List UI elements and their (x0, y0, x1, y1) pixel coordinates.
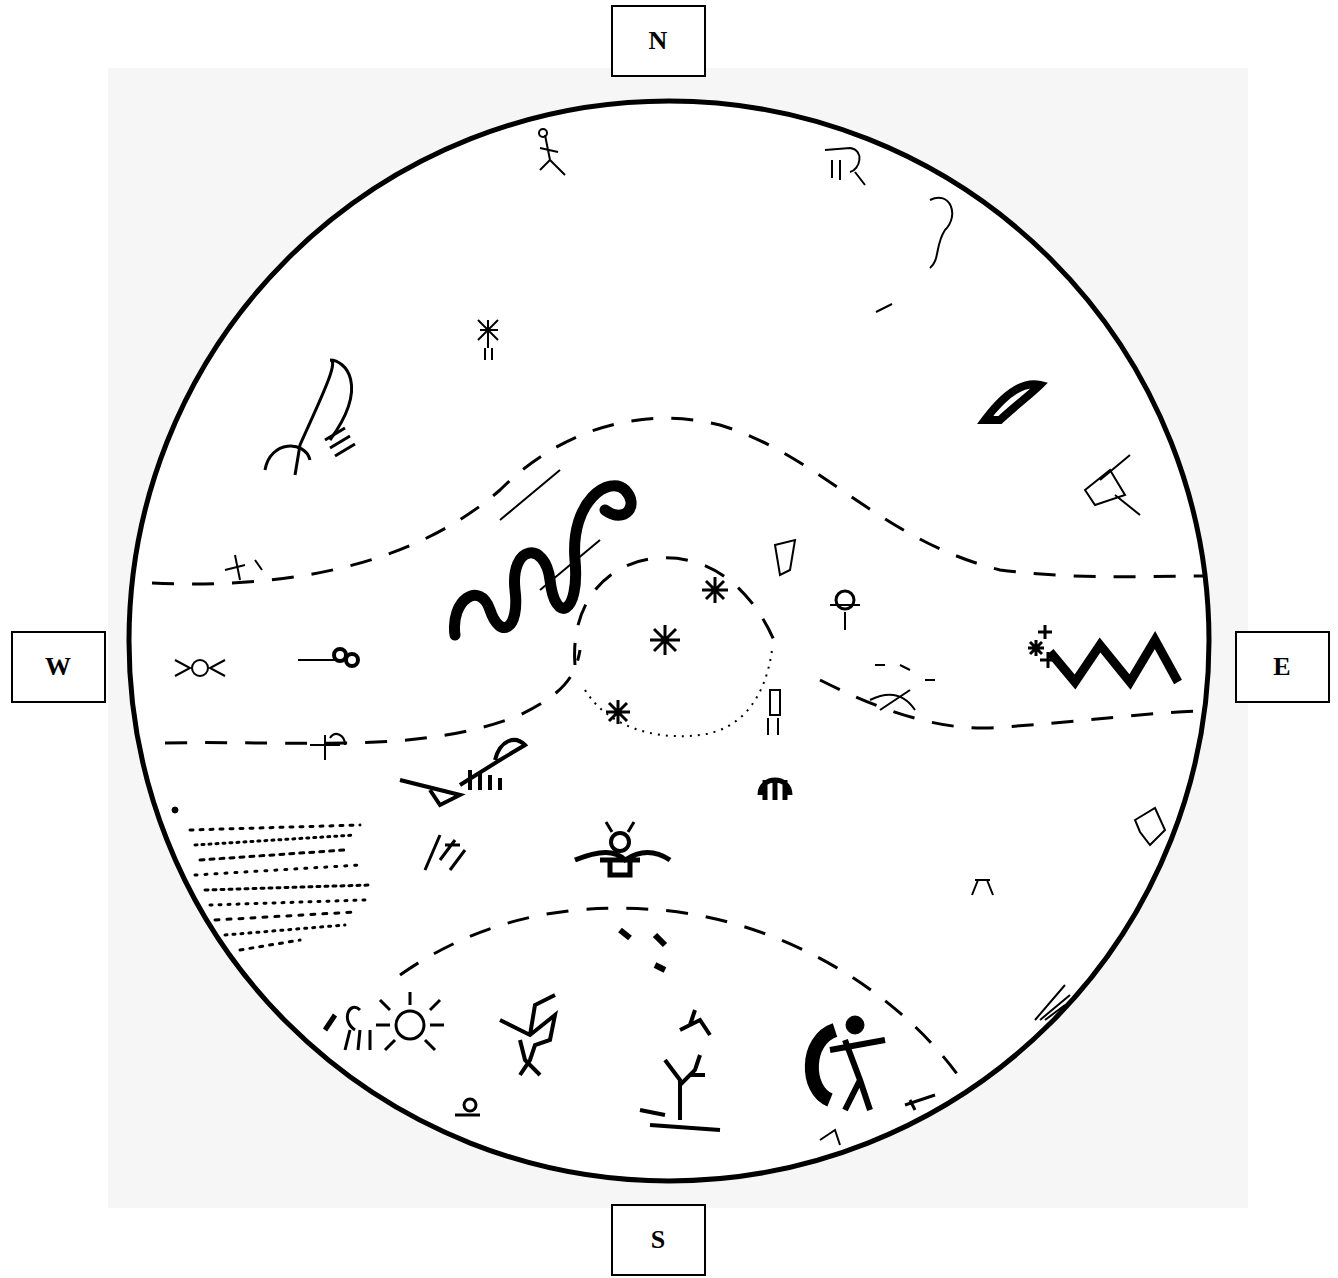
compass-label: E (1273, 653, 1290, 682)
lizard (985, 384, 1040, 420)
compass-label: S (651, 1226, 665, 1255)
compass-box: E (1235, 631, 1330, 703)
band-lower-east (820, 680, 1205, 728)
bird-glyph (680, 1010, 710, 1035)
comb-glyph (760, 780, 790, 800)
compass-label: W (45, 653, 71, 682)
plant-glyph (425, 835, 465, 870)
house-glyph (1085, 455, 1140, 515)
serpent-line (540, 540, 600, 590)
compass-box: W (11, 631, 106, 703)
winged-man (500, 995, 555, 1075)
bird (1135, 808, 1165, 845)
southern-arc (400, 908, 965, 1085)
inner-dotted-arc (585, 650, 772, 736)
stick-figures (175, 129, 993, 895)
stars (606, 577, 1056, 724)
figure-glyph (836, 591, 854, 609)
tree-glyph (640, 1055, 720, 1130)
glyphs (172, 129, 1178, 1145)
fish (870, 665, 935, 710)
compass-label: N (649, 27, 668, 56)
archer-bow (812, 1030, 835, 1100)
speckled-field (190, 825, 370, 950)
band-lower-west (165, 650, 580, 743)
archer (830, 1040, 885, 1110)
hook-glyph (295, 360, 352, 475)
sun-rays (345, 992, 444, 1050)
band-lines (152, 418, 1205, 1085)
serpent (454, 486, 631, 635)
animal-glyph (400, 740, 525, 805)
figure-glyph (310, 734, 345, 760)
paper-ground (108, 68, 1248, 1208)
compass-box: N (611, 5, 706, 77)
zigzag (1050, 640, 1178, 682)
tracks (620, 930, 665, 970)
sky-circle (129, 101, 1209, 1181)
figure-glyph (775, 540, 795, 575)
inner-arc (575, 558, 780, 665)
compass-box: S (611, 1204, 706, 1276)
grass-glyph (1035, 985, 1070, 1020)
hook-glyph (265, 428, 355, 470)
serpent-line (500, 470, 560, 520)
sun-face (396, 1011, 424, 1039)
winged-figure (575, 853, 670, 876)
